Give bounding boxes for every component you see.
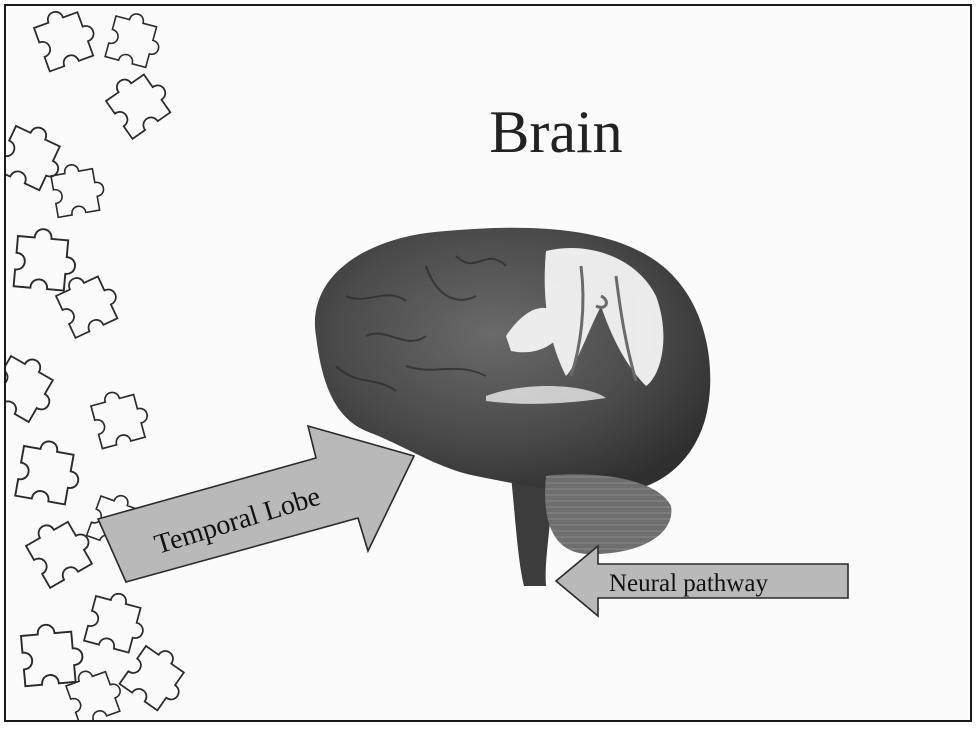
slide-artwork: Temporal Lobe Neural pathway	[6, 6, 972, 722]
neural-pathway-arrow: Neural pathway	[556, 546, 848, 616]
slide: Brain	[4, 4, 972, 722]
temporal-lobe-arrow: Temporal Lobe	[98, 426, 414, 582]
puzzle-pieces-decoration	[6, 6, 195, 722]
neural-pathway-label: Neural pathway	[609, 570, 768, 597]
